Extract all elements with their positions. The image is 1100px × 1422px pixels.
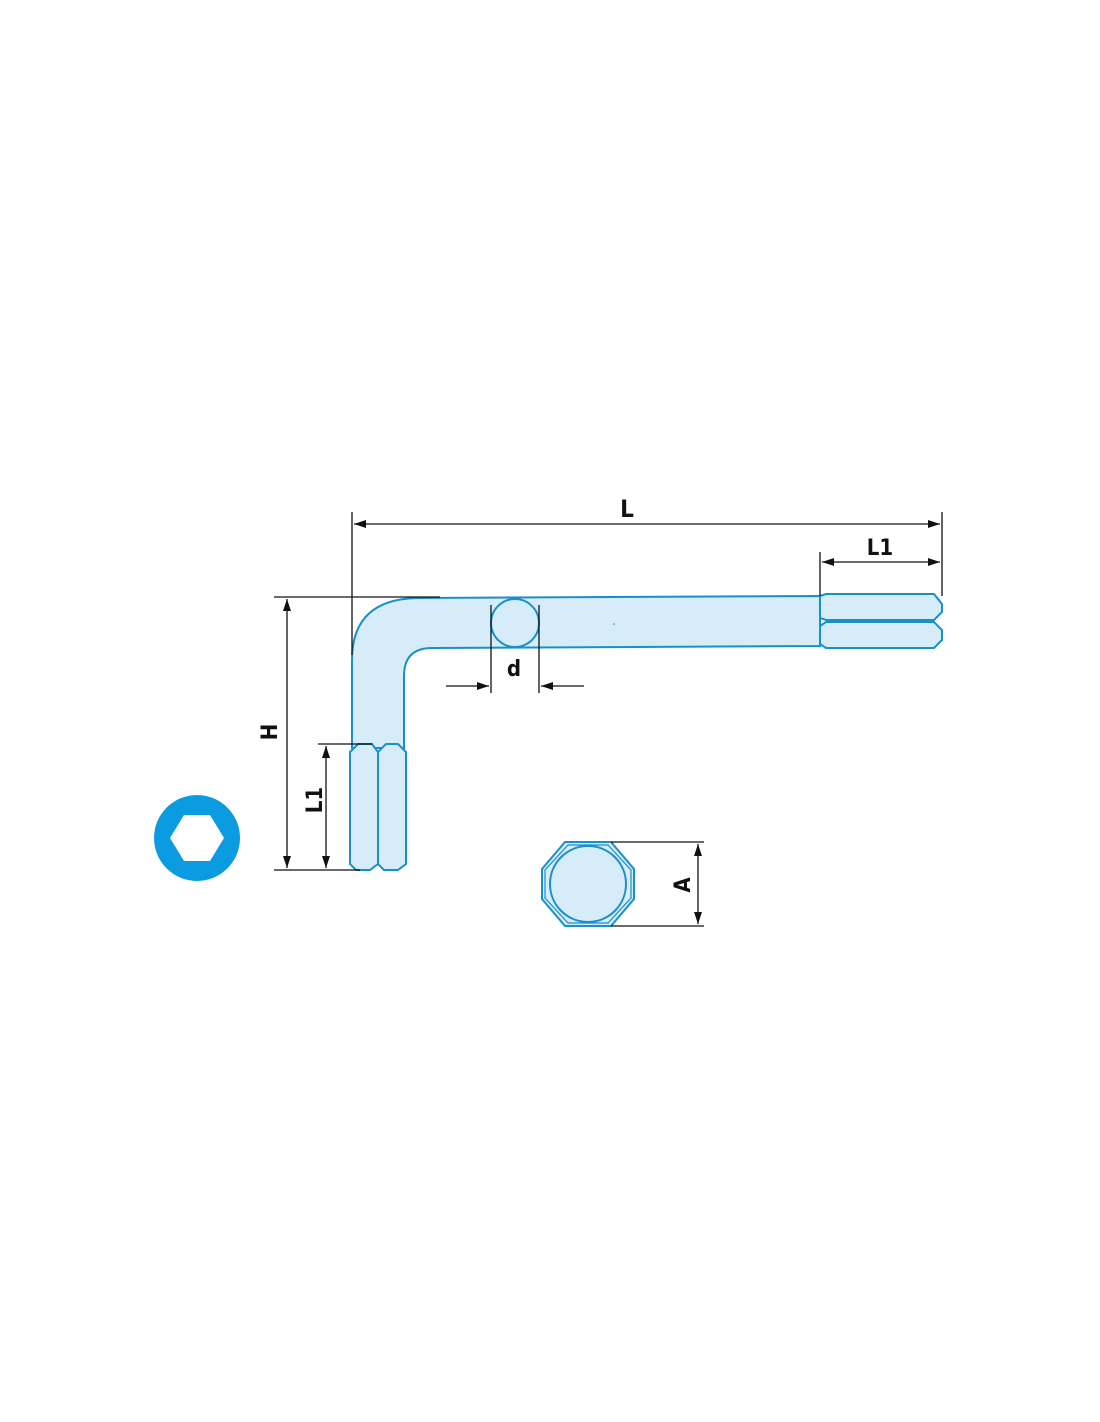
tip-length-side-label: L1 — [303, 787, 328, 813]
dimension-diameter — [446, 605, 584, 693]
length-label: L — [620, 495, 634, 523]
dimension-length — [351, 512, 943, 655]
horizontal-hex-tip — [819, 593, 943, 649]
key-body — [351, 594, 821, 749]
center-dot — [613, 623, 615, 625]
dimension-tip-length-top — [819, 552, 940, 596]
cross-section-circle — [490, 598, 540, 648]
across-flats-label: A — [671, 877, 696, 893]
dimension-height — [274, 596, 440, 871]
dimension-across-flats — [611, 841, 704, 927]
tip-length-top-label: L1 — [867, 536, 893, 561]
height-label: H — [258, 724, 283, 741]
hex-end-view — [541, 841, 635, 927]
vertical-hex-tip — [349, 743, 407, 871]
dimension-tip-length-side — [318, 743, 372, 868]
key-shaft-outline — [351, 594, 821, 749]
end-view-circle — [549, 845, 627, 923]
hexagon-socket-icon — [154, 795, 240, 881]
diameter-label: d — [507, 657, 521, 682]
